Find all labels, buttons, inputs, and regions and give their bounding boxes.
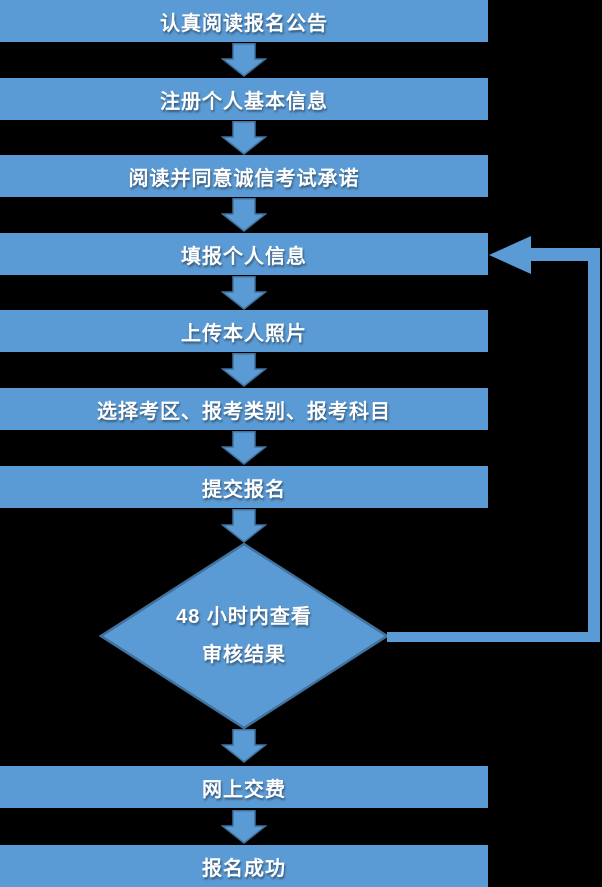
- step-box-select-exam-area-category-subject: 选择考区、报考类别、报考科目: [0, 388, 488, 430]
- step-label: 阅读并同意诚信考试承诺: [128, 167, 360, 190]
- down-arrow-icon: [221, 121, 267, 155]
- step-label: 上传本人照片: [181, 322, 307, 345]
- down-arrow-icon: [221, 729, 267, 763]
- decision-label-line2: 审核结果: [202, 644, 286, 666]
- step-box-agree-integrity-pledge: 阅读并同意诚信考试承诺: [0, 155, 488, 197]
- down-arrow-icon: [221, 810, 267, 844]
- step-label: 填报个人信息: [181, 245, 307, 268]
- decision-label-line1: 48 小时内查看: [176, 606, 312, 628]
- down-arrow-icon: [221, 509, 267, 543]
- decision-diamond: [99, 542, 389, 730]
- decision-label: 48 小时内查看 审核结果: [99, 598, 389, 674]
- down-arrow-icon: [221, 198, 267, 232]
- step-box-read-announcement: 认真阅读报名公告: [0, 0, 488, 42]
- loop-line-horizontal-bottom: [387, 632, 600, 642]
- step-box-fill-personal-info: 填报个人信息: [0, 233, 488, 275]
- step-label: 选择考区、报考类别、报考科目: [97, 400, 391, 423]
- loop-line-vertical: [588, 248, 600, 642]
- step-box-upload-photo: 上传本人照片: [0, 310, 488, 352]
- step-label: 认真阅读报名公告: [160, 12, 328, 35]
- down-arrow-icon: [221, 431, 267, 465]
- step-box-submit-registration: 提交报名: [0, 466, 488, 508]
- step-label: 注册个人基本信息: [160, 90, 328, 113]
- loop-line-horizontal-top: [531, 248, 600, 261]
- down-arrow-icon: [221, 353, 267, 387]
- loop-left-arrowhead-icon: [489, 236, 531, 274]
- step-label: 提交报名: [202, 478, 286, 501]
- down-arrow-icon: [221, 276, 267, 310]
- step-box-register-basic-info: 注册个人基本信息: [0, 78, 488, 120]
- step-label: 报名成功: [202, 857, 286, 880]
- step-label: 网上交费: [202, 778, 286, 801]
- step-box-registration-success: 报名成功: [0, 845, 488, 887]
- down-arrow-icon: [221, 43, 267, 77]
- step-box-pay-online: 网上交费: [0, 766, 488, 808]
